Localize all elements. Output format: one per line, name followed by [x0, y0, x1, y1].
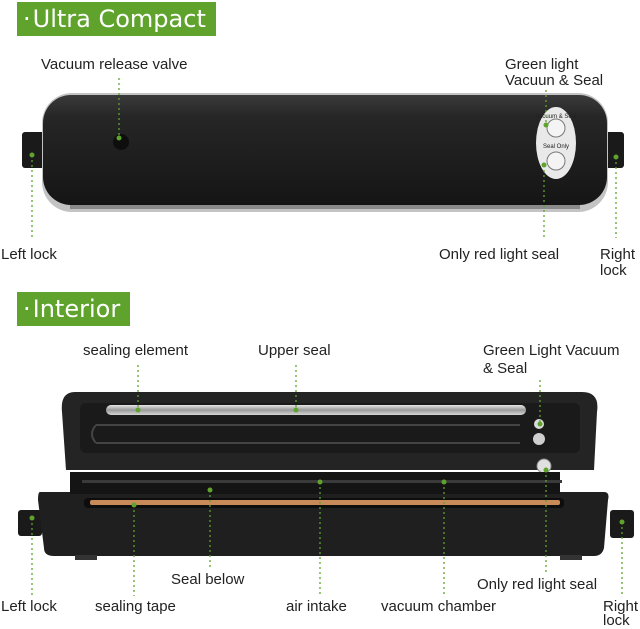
vacuum-seal-button	[546, 118, 566, 138]
label-green-light-vacuum-seal: & Seal	[483, 360, 528, 377]
vacuum-release-valve-knob	[113, 134, 129, 150]
label-air-intake: air intake	[286, 598, 347, 615]
label-upper-seal: Upper seal	[258, 342, 331, 359]
top-leader-dots	[29, 122, 619, 168]
label-right-lock-top-line2: lock	[600, 262, 627, 279]
section-title-ultra-compact: ·Ultra Compact	[17, 2, 216, 36]
section-title-text: Interior	[32, 295, 121, 323]
left-lock-clip	[18, 510, 42, 536]
label-vacuun-seal: Vacuun & Seal	[505, 72, 604, 89]
label-green-light-vacuum: Green Light Vacuum	[483, 342, 620, 359]
label-green-light: Green light	[505, 56, 579, 73]
left-lock-clip	[22, 132, 46, 168]
sealer-closed: Vacuum & Seal Seal Only	[22, 93, 624, 212]
label-seal-below: Seal below	[171, 571, 245, 588]
label-left-lock-bottom: Left lock	[1, 598, 57, 615]
label-vacuum-chamber: vacuum chamber	[381, 598, 497, 615]
label-left-lock-top: Left lock	[1, 246, 57, 263]
panel-label-vacuum-seal: Vacuum & Seal	[536, 114, 577, 120]
top-leader-lines	[31, 78, 617, 240]
panel-label-seal-only: Seal Only	[543, 144, 569, 150]
bottom-leader-dots	[29, 407, 625, 525]
sealer-open	[18, 392, 634, 560]
label-only-red-light-seal-bottom: Only red light seal	[477, 576, 598, 593]
label-sealing-element: sealing element	[83, 342, 189, 359]
label-only-red-light-seal-top: Only red light seal	[439, 246, 560, 263]
label-right-lock-bottom-line1: Right	[603, 598, 639, 615]
sealing-tape-strip	[90, 500, 560, 505]
device-body	[43, 95, 607, 205]
label-right-lock-bottom-line2: lock	[603, 612, 630, 629]
sealing-element-bar	[106, 405, 526, 415]
label-sealing-tape: sealing tape	[95, 598, 176, 615]
label-vacuum-release-valve: Vacuum release valve	[41, 56, 188, 73]
label-right-lock-top-line1: Right	[600, 246, 636, 263]
bottom-leader-lines	[31, 365, 623, 596]
section-title-interior: ·Interior	[17, 292, 131, 326]
seal-only-button	[546, 151, 566, 171]
section-title-text: Ultra Compact	[32, 5, 206, 33]
